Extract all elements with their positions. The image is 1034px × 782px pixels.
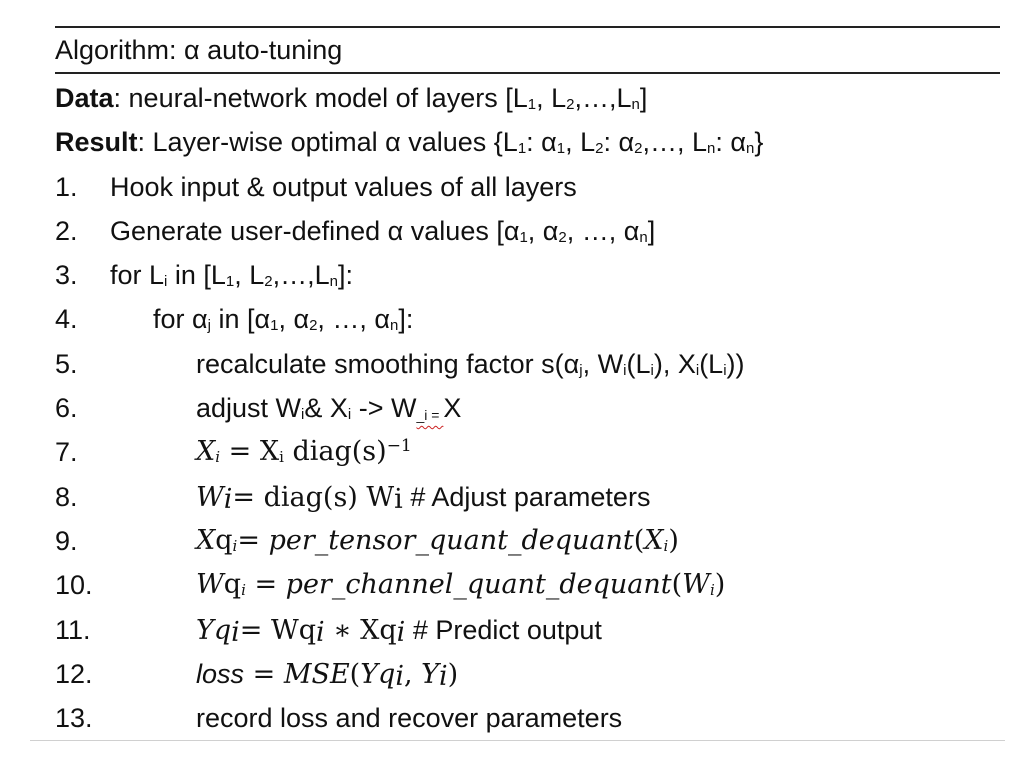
step-6: 6. adjust Wi& Xi -> W_i = X <box>55 386 1000 430</box>
step-number: 5. <box>55 348 78 379</box>
step-formula: Yqi= Wqi ∗ Xqi # Predict output <box>196 614 602 648</box>
step-text: record loss and recover parameters <box>196 703 623 734</box>
result-line: Result: Layer-wise optimal α values {L1:… <box>55 127 764 158</box>
algorithm-box: Algorithm: α auto-tuning Data: neural-ne… <box>55 26 1000 740</box>
step-formula: loss = MSE(Yqi, Yi) <box>196 658 459 692</box>
step-number: 6. <box>55 393 78 424</box>
step-formula: Wi= diag(s) Wi # Adjust parameters <box>196 481 651 515</box>
step-2: 2. Generate user-defined α values [α1, α… <box>55 209 1000 253</box>
step-10: 10. WWqqi = per_channel_quant_dequant(Wi… <box>55 563 1000 607</box>
step-text: adjust Wi& Xi -> W_i = X <box>196 393 462 424</box>
step-13: 13. record loss and recover parameters <box>55 696 1000 740</box>
step-formula: WWqqi = per_channel_quant_dequant(Wi) <box>196 569 726 601</box>
top-rule <box>55 26 1000 28</box>
step-text: Generate user-defined α values [α1, α2, … <box>110 215 656 246</box>
step-1: 1. Hook input & output values of all lay… <box>55 165 1000 209</box>
step-text: for Li in [L1, L2,…,Ln]: <box>110 260 354 291</box>
title-rule <box>55 72 1000 74</box>
step-formula: Xi = Xi diag(s)−1 <box>196 436 412 468</box>
step-formula: XXqqi= per_tensor_quant_dequant(Xi) <box>196 524 679 556</box>
step-4: 4. for αj in [α1, α2, …, αn]: <box>55 297 1000 341</box>
step-3: 3. for Li in [L1, L2,…,Ln]: <box>55 253 1000 297</box>
step-number: 1. <box>55 171 78 202</box>
step-8: 8. Wi= diag(s) Wi # Adjust parameters <box>55 475 1000 519</box>
data-label: Data <box>55 83 114 113</box>
step-number: 2. <box>55 215 78 246</box>
step-text: for αj in [α1, α2, …, αn]: <box>153 304 414 335</box>
step-number: 8. <box>55 481 78 512</box>
step-9: 9. XXqqi= per_tensor_quant_dequant(Xi) <box>55 519 1000 563</box>
data-line: Data: neural-network model of layers [L1… <box>55 83 648 113</box>
step-5: 5. recalculate smoothing factor s(αj, Wi… <box>55 342 1000 386</box>
step-number: 11. <box>55 614 91 645</box>
step-number: 13. <box>55 703 93 734</box>
step-number: 9. <box>55 525 78 556</box>
step-7: 7. Xi = Xi diag(s)−1 <box>55 430 1000 474</box>
step-12: 12. loss = MSE(Yqi, Yi) <box>55 652 1000 696</box>
result-label: Result <box>55 127 138 158</box>
step-text: Hook input & output values of all layers <box>110 171 577 202</box>
step-11: 11. Yqi= Wqi ∗ Xqi # Predict output <box>55 608 1000 652</box>
step-number: 7. <box>55 437 78 468</box>
step-number: 3. <box>55 260 78 291</box>
bottom-edge-rule <box>30 740 1005 741</box>
step-number: 12. <box>55 658 93 689</box>
step-text: recalculate smoothing factor s(αj, Wi(Li… <box>196 348 745 379</box>
step-number: 4. <box>55 304 78 335</box>
algorithm-title: Algorithm: α auto-tuning <box>55 35 343 65</box>
step-number: 10. <box>55 570 93 601</box>
